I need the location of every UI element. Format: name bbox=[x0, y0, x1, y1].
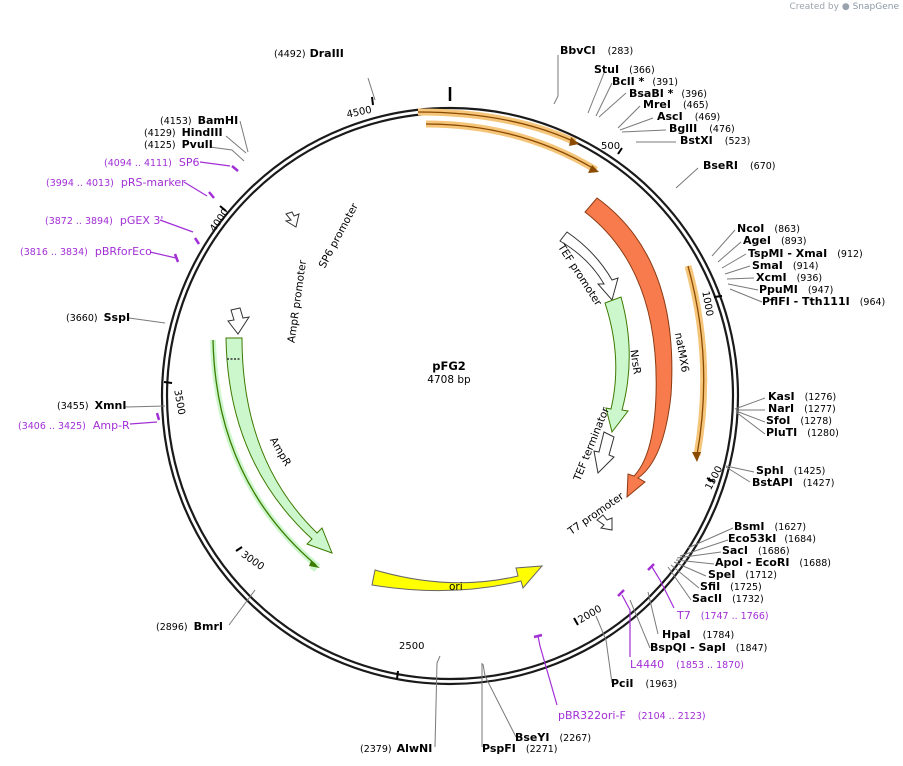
feature-ampr-promoter[interactable]: AmpR promoter bbox=[227, 259, 310, 344]
primer-amp-r[interactable]: (3406 .. 3425)Amp-R bbox=[18, 419, 130, 432]
site-pvuii[interactable]: (4125)PvuII bbox=[144, 138, 213, 151]
feature-ori[interactable]: ori bbox=[371, 565, 544, 593]
site-bseri[interactable]: BseRI(670) bbox=[703, 159, 776, 172]
plasmid-title: pFG2 4708 bp bbox=[427, 359, 471, 386]
site-xmni[interactable]: (3455)XmnI bbox=[57, 399, 126, 412]
primer-l4440[interactable]: L4440(1853 .. 1870) bbox=[630, 658, 744, 671]
tick-4000 bbox=[219, 205, 227, 212]
site-draiii[interactable]: (4492)DraIII bbox=[274, 47, 344, 60]
feature-label-ori: ori bbox=[449, 581, 463, 593]
site-asci[interactable]: AscI(469) bbox=[657, 110, 720, 123]
primer-sp6[interactable]: (4094 .. 4111)SP6 bbox=[104, 156, 199, 169]
feature-ampr[interactable]: AmpR bbox=[210, 337, 333, 572]
site-bglii[interactable]: BglII(476) bbox=[669, 122, 735, 135]
tick-3500 bbox=[163, 381, 173, 384]
site-pspfi[interactable]: PspFI(2271) bbox=[482, 742, 558, 755]
site-alwni[interactable]: (2379)AlwNI bbox=[360, 742, 432, 755]
site-spei[interactable]: SpeI(1712) bbox=[708, 568, 777, 581]
site-bcli[interactable]: BclI *(391) bbox=[612, 75, 678, 88]
site-kasi[interactable]: KasI(1276) bbox=[768, 390, 836, 403]
site-apoi-ecori[interactable]: ApoI - EcoRI(1688) bbox=[715, 556, 831, 569]
site-hpai[interactable]: HpaI(1784) bbox=[662, 628, 734, 641]
snapgene-logo-icon: ● bbox=[841, 2, 850, 12]
site-krei[interactable]: MreI(465) bbox=[643, 98, 708, 111]
feature-label-t7-promoter: T7 promoter bbox=[565, 490, 627, 538]
site-ncoi[interactable]: NcoI(863) bbox=[737, 222, 800, 235]
scale-ticks: 500 1000 1500 2000 2500 3000 3500 4000 4… bbox=[163, 96, 725, 680]
site-pcii[interactable]: PciI(1963) bbox=[611, 677, 677, 690]
site-agei[interactable]: AgeI(893) bbox=[743, 234, 807, 247]
feature-nrsr[interactable]: NrsR bbox=[604, 296, 643, 434]
feature-label-ampr-promoter: AmpR promoter bbox=[286, 259, 310, 344]
site-tspmi-xmai[interactable]: TspMI - XmaI(912) bbox=[748, 247, 863, 260]
primer-labels: T7(1747 .. 1766) L4440(1853 .. 1870) pBR… bbox=[18, 156, 769, 722]
site-sphi[interactable]: SphI(1425) bbox=[756, 464, 825, 477]
primer-pbrforeco[interactable]: (3816 .. 3834)pBRforEco bbox=[20, 245, 152, 258]
tick-1500 bbox=[706, 477, 715, 483]
site-saci[interactable]: SacI(1686) bbox=[722, 544, 790, 557]
tick-label-4500: 4500 bbox=[346, 105, 373, 121]
site-hindiii[interactable]: (4129)HindIII bbox=[144, 126, 223, 139]
tick-label-500: 500 bbox=[601, 141, 620, 152]
site-pflfi-tth111i[interactable]: PflFI - Tth111I(964) bbox=[762, 295, 885, 308]
tick-3000 bbox=[235, 546, 243, 552]
tick-2500 bbox=[396, 670, 399, 680]
site-leaders bbox=[124, 55, 766, 748]
plasmid-length: 4708 bp bbox=[427, 374, 471, 386]
site-sfoi[interactable]: SfoI(1278) bbox=[766, 414, 832, 427]
site-sacii[interactable]: SacII(1732) bbox=[692, 592, 764, 605]
feature-label-natmx6: natMX6 bbox=[672, 332, 691, 374]
primer-pbr322ori-f[interactable]: pBR322ori-F(2104 .. 2123) bbox=[558, 709, 706, 722]
tick-label-1000: 1000 bbox=[699, 290, 714, 317]
site-bsmi[interactable]: BsmI(1627) bbox=[734, 520, 806, 533]
site-ppumi[interactable]: PpuMI(947) bbox=[759, 283, 833, 296]
site-stui[interactable]: StuI(366) bbox=[594, 63, 655, 76]
credit-brand: SnapGene bbox=[852, 2, 899, 12]
site-bspqi-sapi[interactable]: BspQI - SapI(1847) bbox=[650, 641, 767, 654]
site-bstxi[interactable]: BstXI(523) bbox=[680, 134, 750, 147]
credit-text: Created by bbox=[789, 2, 839, 12]
primer-ticks bbox=[155, 165, 655, 639]
site-pluti[interactable]: PluTI(1280) bbox=[766, 426, 839, 439]
site-sfii[interactable]: SfiI(1725) bbox=[700, 580, 762, 593]
feature-t7-promoter[interactable]: T7 promoter bbox=[565, 490, 627, 538]
primer-prs-marker[interactable]: (3994 .. 4013)pRS-marker bbox=[46, 176, 186, 189]
site-labels: (4492)DraIII BbvCI(283) StuI(366) BclI *… bbox=[57, 44, 885, 755]
site-bmri[interactable]: (2896)BmrI bbox=[156, 620, 223, 633]
tick-label-2500: 2500 bbox=[399, 641, 424, 652]
snapgene-credit: Created by ● SnapGene bbox=[789, 2, 899, 12]
site-bamhi[interactable]: (4153)BamHI bbox=[160, 114, 238, 127]
site-bstapi[interactable]: BstAPI(1427) bbox=[752, 476, 834, 489]
tick-1000 bbox=[713, 295, 723, 298]
primer-pgex3[interactable]: (3872 .. 3894)pGEX 3' bbox=[45, 214, 163, 227]
tick-500 bbox=[617, 147, 623, 155]
tick-label-2000: 2000 bbox=[576, 604, 604, 626]
orange-arc-arrows bbox=[417, 108, 708, 462]
plasmid-name: pFG2 bbox=[432, 359, 466, 373]
tick-4500 bbox=[371, 96, 374, 106]
site-smai[interactable]: SmaI(914) bbox=[752, 259, 818, 272]
site-bbvci[interactable]: BbvCI(283) bbox=[560, 44, 633, 57]
site-bsabi[interactable]: BsaBI *(396) bbox=[629, 87, 707, 100]
feature-tef-terminator[interactable]: TEF terminator bbox=[571, 405, 615, 484]
primer-t7[interactable]: T7(1747 .. 1766) bbox=[676, 609, 769, 622]
feature-label-ampr: AmpR bbox=[267, 435, 293, 468]
feature-label-nrsr: NrsR bbox=[627, 349, 642, 375]
site-bseyi[interactable]: BseYI(2267) bbox=[515, 731, 591, 744]
primer-markers bbox=[129, 161, 675, 706]
site-xcmi[interactable]: XcmI(936) bbox=[756, 271, 822, 284]
site-sspi[interactable]: (3660)SspI bbox=[66, 311, 130, 324]
tick-label-3000: 3000 bbox=[239, 549, 266, 573]
site-nari[interactable]: NarI(1277) bbox=[768, 402, 836, 415]
feature-label-sp6-promoter: SP6 promoter bbox=[317, 201, 362, 271]
site-eco53ki[interactable]: Eco53kI(1684) bbox=[728, 532, 816, 545]
tick-label-3500: 3500 bbox=[171, 389, 186, 416]
feature-tef-promoter[interactable]: TEF promoter bbox=[555, 231, 619, 309]
tick-2000 bbox=[573, 617, 579, 626]
